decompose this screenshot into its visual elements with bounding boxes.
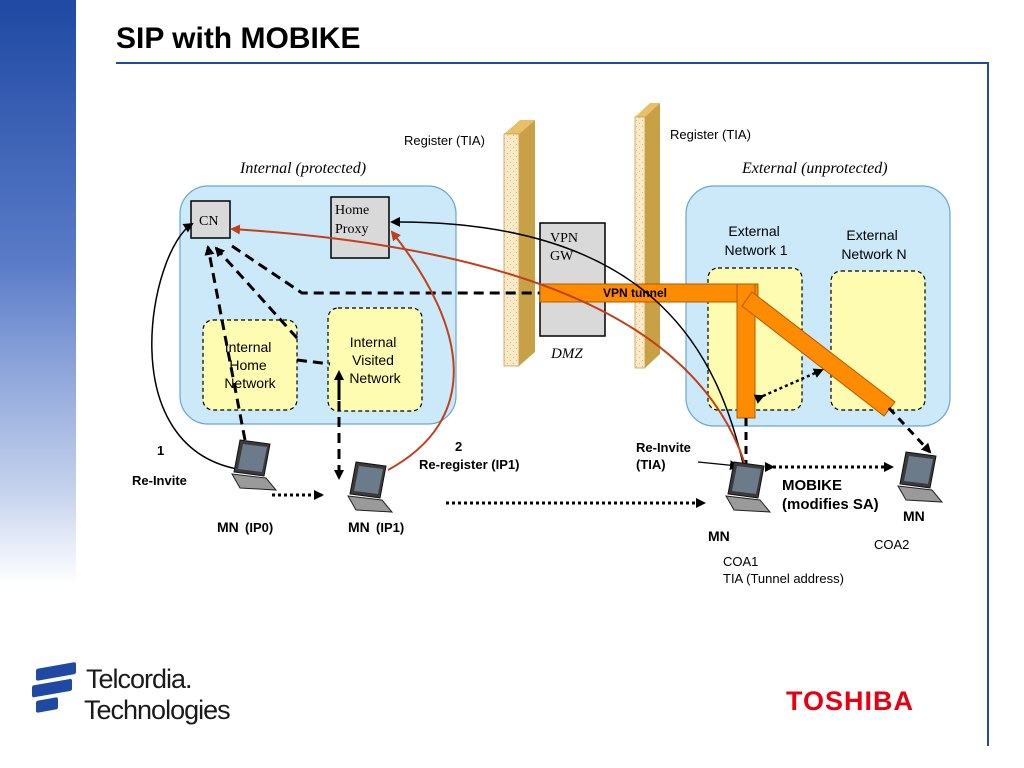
mn-laptop-coa2 <box>897 451 944 503</box>
network-handover-dotted <box>753 368 824 404</box>
internal-visited-network-label-1: Internal <box>350 334 397 350</box>
telcordia-wordmark-line2: Technologies <box>84 695 231 725</box>
mn-coa1-label: MN <box>708 528 730 544</box>
internal-visited-network <box>327 307 423 412</box>
reinvite-tia-red-curve <box>230 224 749 475</box>
vpn-gw-label-2: GW <box>550 249 574 264</box>
internal-home-network-label-1: Internal <box>225 339 272 355</box>
firewall-right <box>634 103 660 369</box>
coa2-label: COA2 <box>874 537 909 552</box>
mn-laptop-ip0 <box>231 439 278 491</box>
tunnel-to-coa2-dashed <box>887 406 932 454</box>
sidebar-gradient-bar <box>0 0 76 585</box>
vpn-gw-label-1: VPN <box>550 231 578 246</box>
svg-text:MN (IP1): MN (IP1) <box>348 519 404 536</box>
slide-title: SIP with MOBIKE <box>116 22 361 55</box>
tia-tunnel-address-label: TIA (Tunnel address) <box>723 571 844 586</box>
internal-visited-network-label-3: Network <box>349 370 401 386</box>
cn-label: CN <box>199 214 218 229</box>
coa1-label: COA1 <box>723 554 758 569</box>
mn-ip0-to-cn-dashed <box>204 245 247 441</box>
telcordia-wordmark-line1: Telcordia. <box>86 664 193 694</box>
svg-text:Home Proxy: Home Proxy <box>335 203 373 237</box>
svg-text:MN (IP0): MN (IP0) <box>217 519 273 536</box>
firewall-left <box>503 120 535 367</box>
step2-number: 2 <box>455 439 462 454</box>
mn-coa2-label: MN <box>903 508 925 524</box>
vpn-gateway-node <box>539 222 606 337</box>
toshiba-logo: TOSHIBA <box>786 686 915 716</box>
home-proxy-node <box>330 196 390 259</box>
reinvite-tia-label-2: (TIA) <box>636 457 666 472</box>
svg-text:VPN GW: VPN GW <box>550 231 582 264</box>
svg-text:Internal Visited Netwo: Internal Visited Network <box>349 334 401 386</box>
mobike-label-2: (modifies SA) <box>782 496 879 513</box>
mn-laptop-ip1 <box>347 461 394 513</box>
home-net-to-cn-dashed <box>214 246 299 340</box>
svg-text:External Network N: External Network N <box>841 227 906 262</box>
home-proxy-label-2: Proxy <box>335 222 368 237</box>
mn-ip0-address: (IP0) <box>245 520 273 535</box>
svg-text:Re-Invite (TIA): Re-Invite (TIA) <box>636 440 695 472</box>
cn-to-tunnel-dashed <box>231 244 542 295</box>
register-tia-left: Register (TIA) <box>404 133 485 148</box>
title-rule <box>116 62 989 64</box>
mobike-label-1: MOBIKE <box>782 477 842 494</box>
reinvite-curve-1 <box>151 222 244 471</box>
internal-home-network-label-2: Home <box>229 357 267 373</box>
home-proxy-label-1: Home <box>335 203 369 218</box>
step1-number: 1 <box>157 443 164 458</box>
internal-visited-network-label-2: Visited <box>352 352 394 368</box>
svg-text:External Network 1: External Network 1 <box>724 223 787 258</box>
register-tia-right: Register (TIA) <box>670 127 751 142</box>
external-zone-label: External (unprotected) <box>741 160 888 177</box>
right-border-rule <box>987 62 989 746</box>
mn-laptop-coa1 <box>725 461 772 513</box>
step1-text: Re-Invite <box>132 473 187 488</box>
svg-text:MOBIKE (modifies SA): MOBIKE (modifies SA) <box>782 477 879 513</box>
register-tia-curve <box>390 216 746 473</box>
vpn-tunnel-label: VPN tunnel <box>603 286 667 300</box>
external-network-n-label-2: Network N <box>841 246 906 262</box>
external-network-1-label-2: Network 1 <box>724 242 787 258</box>
mn-ip1-address: (IP1) <box>376 520 404 535</box>
internal-home-network-label-3: Network <box>224 375 276 391</box>
mn-ip0-label: MN <box>217 519 239 535</box>
external-network-n-label-1: External <box>846 227 897 243</box>
reinvite-tia-pointer <box>697 460 740 471</box>
cn-node <box>190 200 231 239</box>
external-network-1-label-1: External <box>728 223 779 239</box>
reinvite-tia-label-1: Re-Invite <box>636 440 691 455</box>
mn-ip1-label: MN <box>348 519 370 535</box>
step2-text: Re-register (IP1) <box>419 457 519 472</box>
vpn-tunnel <box>539 283 896 419</box>
svg-text:Internal Home Network: Internal Home Network <box>224 339 276 391</box>
internal-zone-label: Internal (protected) <box>239 160 366 177</box>
visited-link-dashed <box>296 358 331 366</box>
dmz-label: DMZ <box>550 346 583 362</box>
reregister-red-curve <box>387 230 455 471</box>
telcordia-logo-icon <box>32 662 76 713</box>
